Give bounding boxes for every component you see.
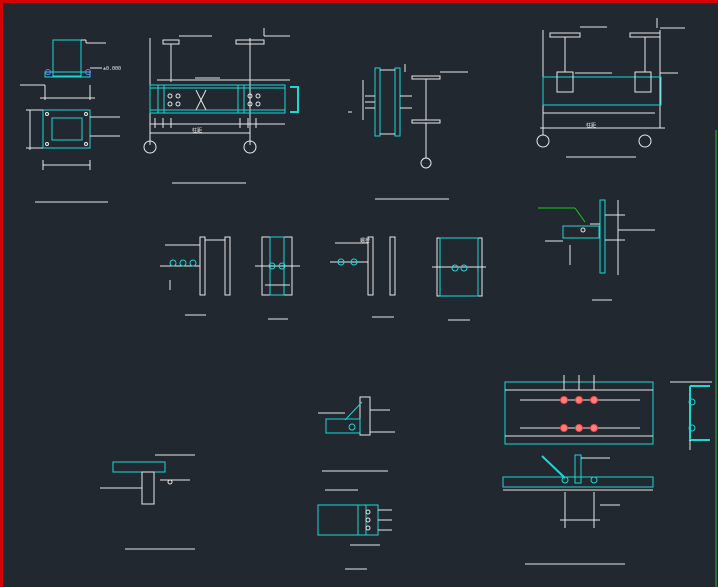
detail-beam-two-columns-right: 柱距 [536,18,685,158]
detail-bolted-connection-2 [255,236,300,320]
anchor-marker-left [45,69,51,75]
detail-bolted-plate [317,489,392,570]
bolt-label: 螺栓 [360,237,370,244]
detail-bolted-connection-4 [432,237,486,321]
detail-column-section [348,64,468,200]
detail-bolted-connection-1 [160,236,231,316]
detail-beam-flange [100,454,195,550]
span-label-b: 柱距 [586,122,596,129]
detail-bracket [318,396,395,472]
detail-corner-connection [538,199,655,301]
detail-beam-two-columns: 柱距 [143,28,299,184]
detail-beam-splice [502,375,712,565]
detail-column-base: ±0.000 [20,39,121,203]
detail-bolted-connection-3: 螺栓 [330,236,396,318]
anchor-marker-right [85,69,91,75]
span-label-a: 柱距 [192,127,202,134]
elevation-label: ±0.000 [103,66,121,72]
